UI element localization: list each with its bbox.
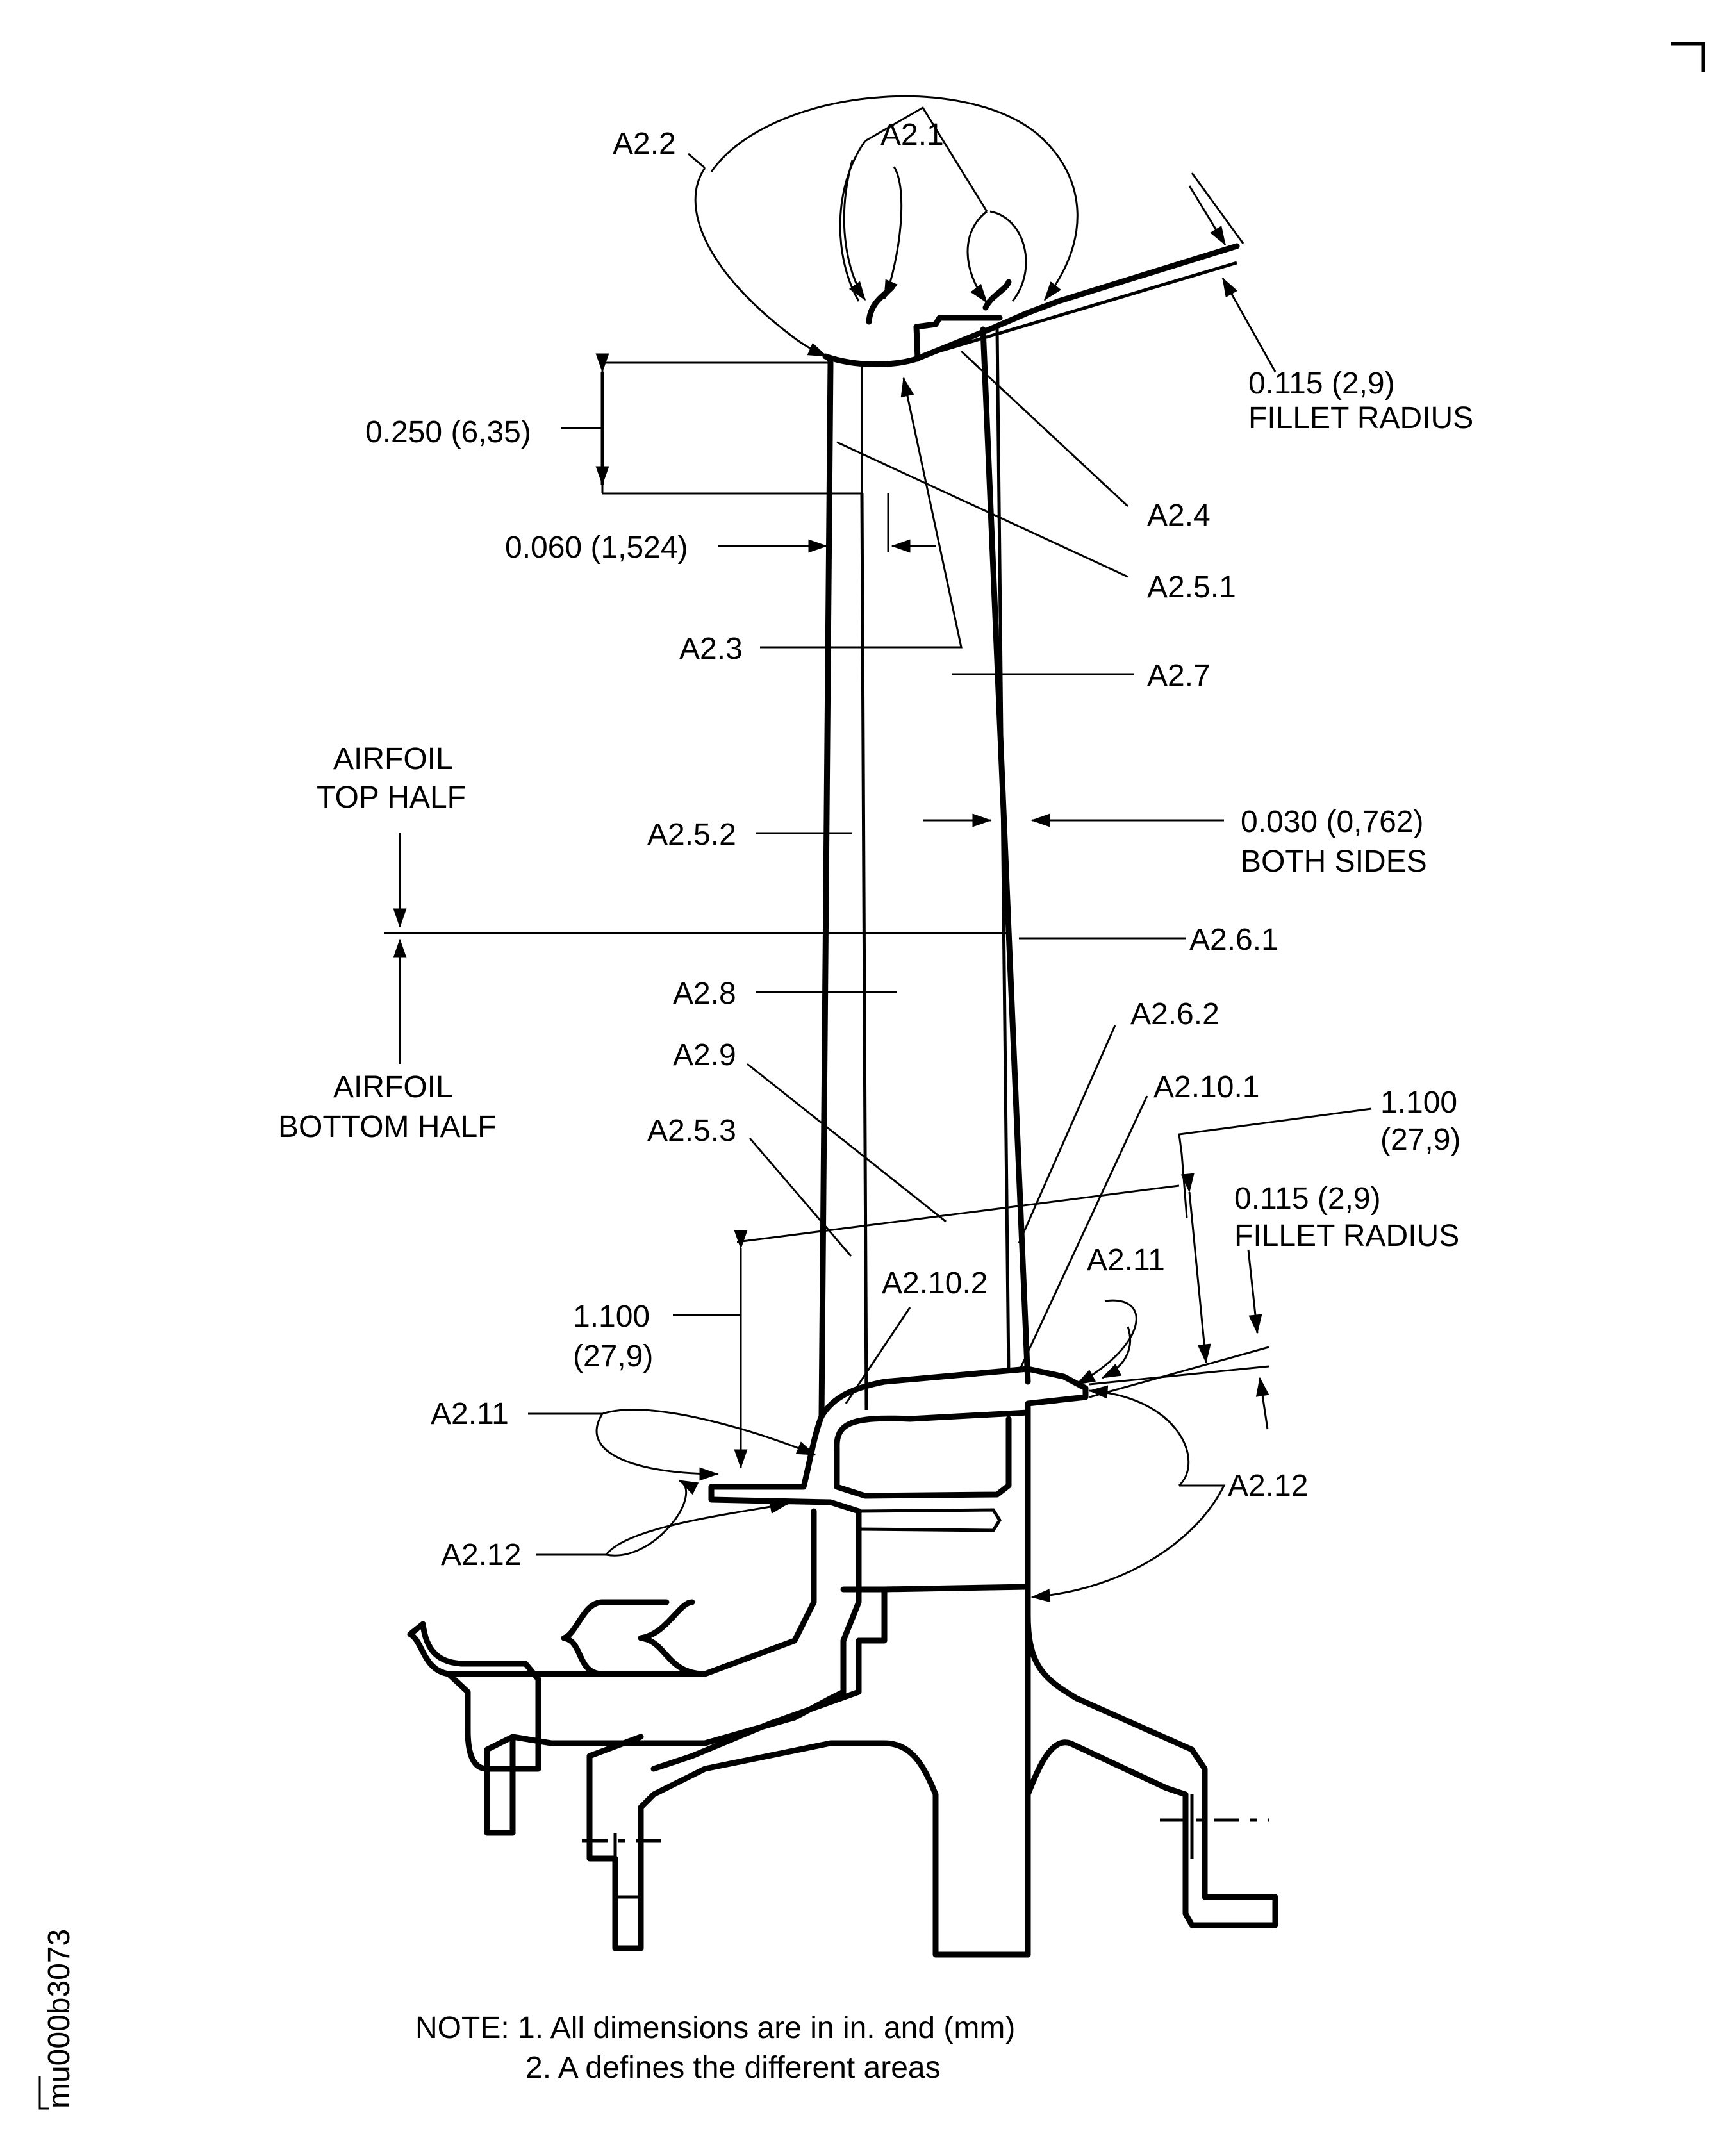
- label-airfoil-top-1: AIRFOIL: [333, 742, 453, 776]
- label-a2-11-right: A2.11: [1087, 1243, 1165, 1277]
- label-a2-8: A2.8: [673, 977, 736, 1011]
- note-line-1: NOTE: 1. All dimensions are in in. and (…: [415, 2011, 1015, 2045]
- label-a2-12-right: A2.12: [1228, 1469, 1308, 1503]
- dim-0030: 0.030 (0,762): [1241, 805, 1424, 839]
- dim-fillet-radius-top: FILLET RADIUS: [1248, 401, 1473, 435]
- label-a2-5-1: A2.5.1: [1147, 570, 1236, 604]
- note-line-2: 2. A defines the different areas: [525, 2051, 941, 2085]
- corner-mark: [1671, 42, 1705, 72]
- platform-and-root: [407, 1366, 1278, 1958]
- label-airfoil-bottom-2: BOTTOM HALF: [278, 1110, 496, 1144]
- label-a2-4: A2.4: [1147, 499, 1211, 533]
- dim-0115-bottom: 0.115 (2,9): [1234, 1182, 1381, 1216]
- label-a2-5-3: A2.5.3: [647, 1114, 736, 1148]
- label-a2-6-2: A2.6.2: [1130, 997, 1219, 1031]
- leaders: [384, 95, 1372, 1603]
- dim-1100-left-mm: (27,9): [573, 1339, 653, 1373]
- dim-1100-left: 1.100: [573, 1300, 650, 1334]
- label-a2-11-left: A2.11: [431, 1397, 509, 1431]
- figure-id: mu000b3073: [42, 1929, 76, 2108]
- label-a2-5-2: A2.5.2: [647, 818, 736, 852]
- label-a2-12-left: A2.12: [441, 1538, 521, 1572]
- label-a2-10-1: A2.10.1: [1153, 1070, 1259, 1104]
- labels: A2.2 A2.1 0.115 (2,9) FILLET RADIUS 0.25…: [42, 118, 1473, 2108]
- dim-0060: 0.060 (1,524): [505, 531, 688, 565]
- label-a2-2: A2.2: [613, 127, 676, 161]
- label-a2-3: A2.3: [679, 632, 743, 666]
- label-a2-1: A2.1: [880, 118, 944, 152]
- label-a2-7: A2.7: [1147, 659, 1211, 693]
- label-airfoil-bottom-1: AIRFOIL: [333, 1070, 453, 1104]
- label-a2-10-2: A2.10.2: [882, 1266, 988, 1300]
- figure-id-mark: [38, 2076, 49, 2110]
- dim-1100-right-mm: (27,9): [1380, 1123, 1460, 1157]
- dim-1100-right: 1.100: [1380, 1086, 1457, 1120]
- label-a2-6-1: A2.6.1: [1189, 923, 1278, 957]
- dim-both-sides: BOTH SIDES: [1241, 845, 1427, 879]
- blade-outline: [602, 243, 1240, 1420]
- dim-fillet-radius-bottom: FILLET RADIUS: [1234, 1219, 1459, 1253]
- dim-0115-top: 0.115 (2,9): [1248, 367, 1395, 401]
- dim-0250: 0.250 (6,35): [365, 415, 531, 449]
- label-airfoil-top-2: TOP HALF: [317, 781, 466, 815]
- label-a2-9: A2.9: [673, 1038, 736, 1072]
